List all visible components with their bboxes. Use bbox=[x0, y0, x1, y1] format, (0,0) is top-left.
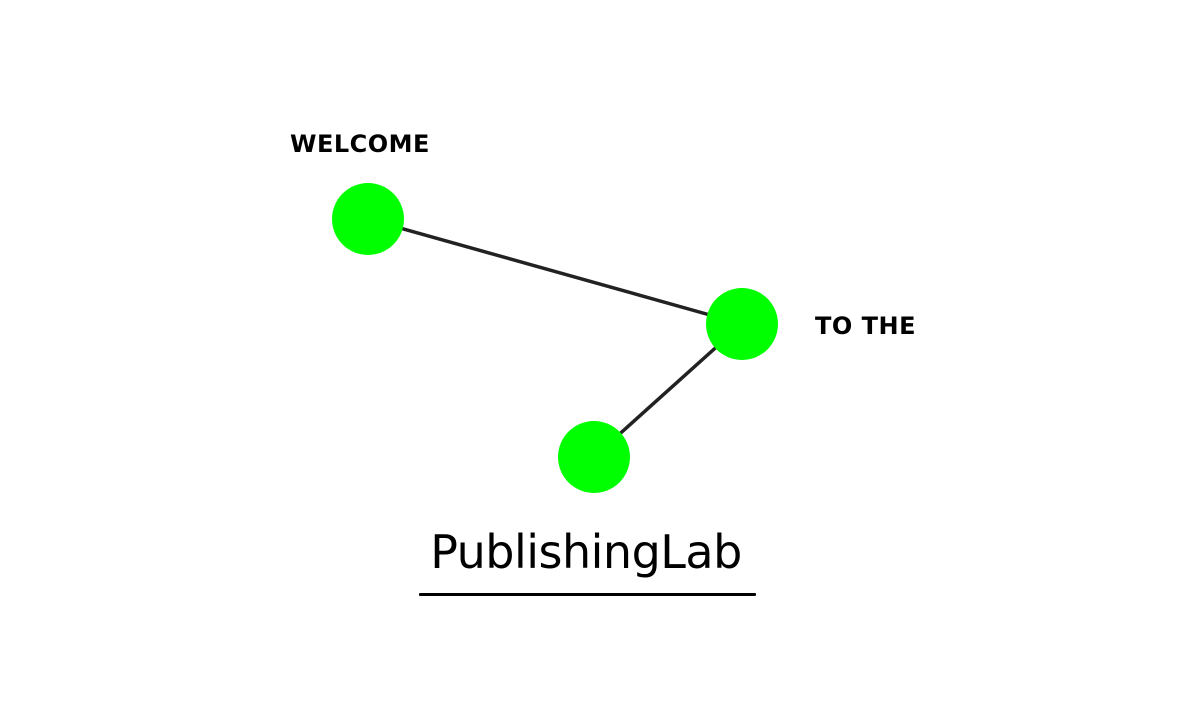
label-welcome: WELCOME bbox=[290, 130, 430, 158]
edge-welcome-to-the bbox=[366, 217, 744, 326]
logo-underline bbox=[419, 593, 756, 596]
node-to-the bbox=[706, 288, 778, 360]
node-welcome bbox=[332, 183, 404, 255]
publishinglab-logo: PublishingLab bbox=[430, 525, 742, 579]
label-to-the: TO THE bbox=[815, 312, 916, 340]
node-brand bbox=[558, 421, 630, 493]
